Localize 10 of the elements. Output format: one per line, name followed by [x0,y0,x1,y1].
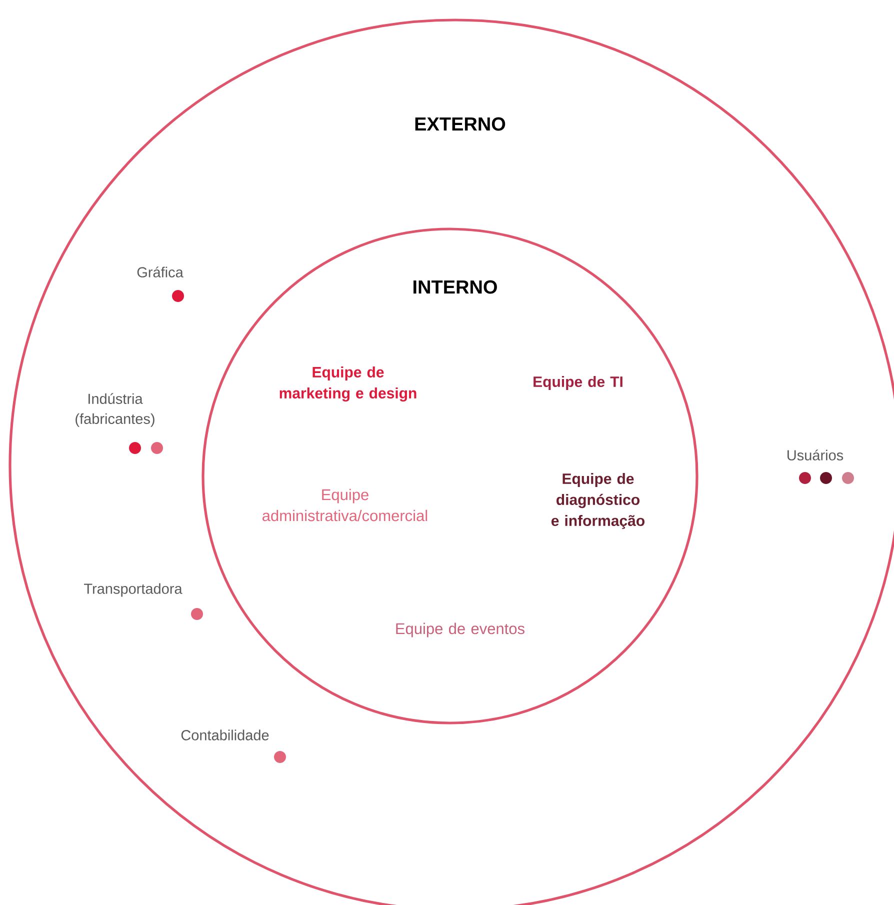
party-label: Transportadora [84,583,182,597]
party-label: Usuários [788,450,844,460]
team-label: Equipe administrativa/comercial [262,488,428,522]
party-label: Indústria (fabricantes) [76,393,154,427]
party-label: Contabilidade [181,730,269,740]
team-label: Equipe de diagnóstico e informação [551,473,644,529]
team-label: Equipe de TI [534,376,622,390]
party-label: Gráfica [137,266,184,278]
team-label: Equipe de eventos [396,622,524,638]
team-label: Equipe de marketing e design [280,366,416,402]
